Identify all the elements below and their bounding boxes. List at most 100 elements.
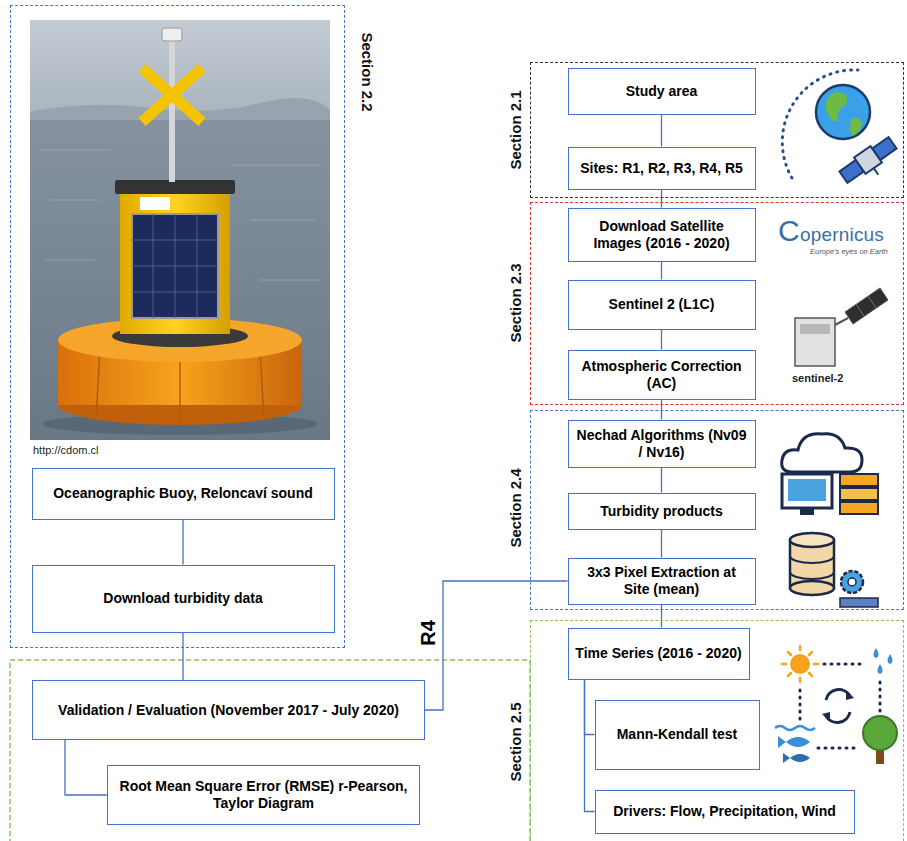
buoy-photo-part-part xyxy=(132,240,218,241)
dashed-region xyxy=(10,660,530,841)
environment-cycle-icon-part-part xyxy=(788,652,791,655)
buoy-photo-part xyxy=(132,214,218,318)
cloud-server-icon-part xyxy=(840,474,878,486)
environment-cycle-icon-part-part xyxy=(799,646,802,650)
edge-label: R4 xyxy=(417,618,440,648)
environment-cycle-icon-part xyxy=(790,654,810,674)
cloud-server-icon-part xyxy=(782,434,862,472)
box-text: Root Mean Square Error (RMSE) r-Pearson,… xyxy=(113,778,414,812)
box-text: Mann-Kendall test xyxy=(617,726,738,743)
environment-cycle-icon-part xyxy=(783,753,790,763)
environment-cycle-icon xyxy=(775,646,897,764)
box-text: Oceanographic Buoy, Reloncaví sound xyxy=(53,485,313,502)
database-icon-part xyxy=(790,556,834,579)
buoy-photo-part-part xyxy=(230,165,320,166)
database-icon-part xyxy=(841,571,863,593)
process-box: Drivers: Flow, Precipitation, Wind xyxy=(595,790,855,834)
connector-line xyxy=(661,605,662,628)
buoy-photo xyxy=(30,20,330,440)
buoy-photo-part xyxy=(30,20,330,440)
connector-line xyxy=(661,115,662,147)
box-text: Download turbidity data xyxy=(103,590,262,607)
section-region: Section 2.4Nechad Algorithms (Nv09 / Nv1… xyxy=(530,410,904,610)
section-region: Section 2.2Oceanographic Buoy, Reloncaví… xyxy=(10,5,345,648)
environment-cycle-icon-part xyxy=(846,690,854,700)
section-region: Section 2.5Time Series (2016 - 2020)Mann… xyxy=(530,620,904,841)
database-icon-part xyxy=(848,578,856,586)
satellite-icon-part xyxy=(795,318,835,366)
buoy-photo-part xyxy=(120,192,230,334)
box-text: Drivers: Flow, Precipitation, Wind xyxy=(613,803,836,820)
database-icon-part xyxy=(790,581,834,595)
connector-line xyxy=(425,581,568,710)
section-heading: Section 2.3 xyxy=(506,263,523,342)
box-text: Sites: R1, R2, R3, R4, R5 xyxy=(580,160,743,177)
cloud-server-icon-part xyxy=(782,474,832,508)
process-box: Oceanographic Buoy, Reloncaví sound xyxy=(32,468,335,520)
connector-line xyxy=(661,330,662,350)
section-heading: Section 2.2 xyxy=(358,32,375,111)
buoy-photo-part xyxy=(142,68,202,122)
connector-line xyxy=(585,680,595,735)
process-box: Root Mean Square Error (RMSE) r-Pearson,… xyxy=(107,765,420,825)
environment-cycle-icon-part xyxy=(822,712,830,722)
buoy-photo-part xyxy=(169,40,175,182)
database-icon-part xyxy=(840,598,878,607)
globe-icon-part-part xyxy=(854,146,882,174)
environment-cycle-icon-part xyxy=(786,737,810,747)
connector-line xyxy=(182,520,183,565)
buoy-photo-part-part xyxy=(250,220,315,221)
logo-text: Copernicus xyxy=(778,214,884,248)
icon-caption: sentinel-2 xyxy=(792,372,843,384)
box-text: 3x3 Pixel Extraction at Site (mean) xyxy=(574,564,750,598)
box-text: Atmospheric Correction (AC) xyxy=(574,358,750,392)
environment-cycle-icon-part-part xyxy=(824,663,862,666)
buoy-photo-part xyxy=(140,197,170,210)
buoy-photo-part-part xyxy=(45,260,95,261)
process-box: Sites: R1, R2, R3, R4, R5 xyxy=(568,147,756,190)
process-box: Study area xyxy=(568,68,756,115)
connector-line xyxy=(585,680,595,812)
buoy-photo-part-part xyxy=(40,150,110,151)
environment-cycle-icon-part xyxy=(874,648,893,674)
connector-line xyxy=(661,468,662,493)
box-text: Nechad Algorithms (Nv09 / Nv16) xyxy=(574,427,750,461)
satellite-icon-part xyxy=(856,304,864,316)
process-box: Validation / Evaluation (November 2017 -… xyxy=(32,680,425,740)
cloud-server-icon xyxy=(782,434,878,515)
database-icon xyxy=(790,533,878,607)
process-box: Turbidity products xyxy=(568,493,756,530)
box-text: Study area xyxy=(626,83,698,100)
globe-icon xyxy=(782,70,903,192)
buoy-photo-part-part xyxy=(132,266,218,267)
cloud-server-icon-part xyxy=(840,502,878,514)
environment-cycle-icon-part-part xyxy=(818,747,858,750)
satellite-icon xyxy=(795,288,888,366)
cloud-server-icon-part xyxy=(800,508,814,515)
buoy-photo-part xyxy=(115,180,235,194)
buoy-photo-part xyxy=(132,214,218,318)
box-text: Validation / Evaluation (November 2017 -… xyxy=(58,702,399,719)
environment-cycle-icon-part-part xyxy=(799,678,802,682)
environment-cycle-icon-part-part xyxy=(809,652,812,655)
globe-icon-part xyxy=(850,118,862,136)
environment-cycle-icon-part-part xyxy=(809,673,812,676)
buoy-photo-part xyxy=(142,68,202,122)
buoy-photo-part xyxy=(96,350,100,418)
environment-cycle-icon-part-part xyxy=(782,663,786,666)
section-heading: Section 2.4 xyxy=(506,468,523,547)
environment-cycle-icon-part xyxy=(778,736,786,748)
buoy-photo-part-part xyxy=(260,280,320,281)
process-box: Time Series (2016 - 2020) xyxy=(568,628,750,680)
environment-cycle-icon-part-part xyxy=(788,673,791,676)
box-text: Time Series (2016 - 2020) xyxy=(575,645,741,662)
process-box: Download Satellite Images (2016 - 2020) xyxy=(568,208,756,262)
connector-line xyxy=(661,190,662,208)
connector-line xyxy=(65,740,107,795)
database-icon-part xyxy=(790,533,834,547)
buoy-photo-part xyxy=(260,350,264,418)
globe-icon-part-part xyxy=(874,168,879,175)
cloud-server-icon-part xyxy=(788,479,826,501)
photo-credit: http://cdom.cl xyxy=(33,444,98,456)
box-text: Download Satellite Images (2016 - 2020) xyxy=(574,218,750,252)
